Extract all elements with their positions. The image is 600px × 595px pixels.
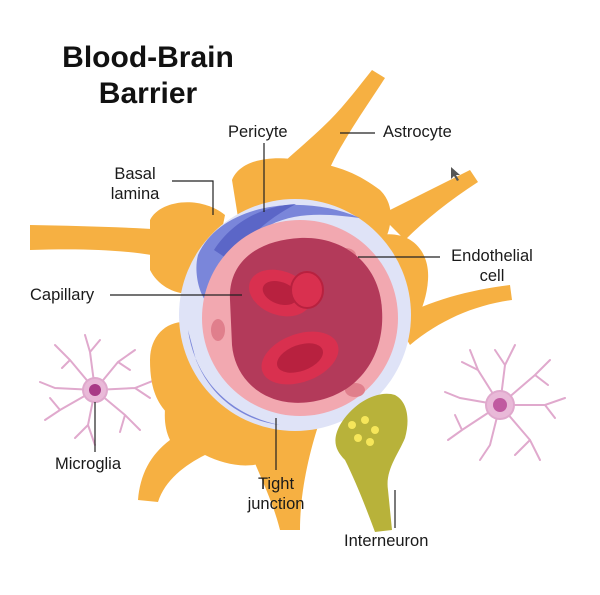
basal-lamina-line-1: Basal xyxy=(114,165,156,183)
interneuron xyxy=(335,393,408,532)
diagram-title: Blood-Brain Barrier xyxy=(48,40,248,112)
mouse-pointer-icon xyxy=(450,166,462,187)
basal-lamina-line-2: lamina xyxy=(110,185,160,203)
label-interneuron: Interneuron xyxy=(344,532,429,550)
red-blood-cells xyxy=(249,269,339,385)
label-tight-junction: Tight junction xyxy=(236,474,316,514)
label-endothelial-cell: Endothelial cell xyxy=(442,246,542,286)
endothelial-nucleus-3 xyxy=(345,383,365,397)
endothelial-nucleus-2 xyxy=(211,319,225,341)
label-microglia: Microglia xyxy=(55,455,122,473)
title-line-2: Barrier xyxy=(98,77,198,110)
endothelial-line-1: Endothelial xyxy=(451,247,533,265)
label-basal-lamina: Basal lamina xyxy=(100,164,170,204)
endothelial-line-2: cell xyxy=(479,267,505,285)
tight-junction-line-2: junction xyxy=(247,495,305,513)
microglia-left xyxy=(39,334,156,446)
label-pericyte: Pericyte xyxy=(228,123,288,141)
microglia-right xyxy=(444,344,566,461)
title-line-1: Blood-Brain xyxy=(62,41,234,74)
tight-junction-line-1: Tight xyxy=(257,475,295,493)
leader-lines xyxy=(94,132,440,528)
label-astrocyte: Astrocyte xyxy=(383,123,452,141)
label-capillary: Capillary xyxy=(30,286,95,304)
basal-lamina-leader xyxy=(172,180,214,215)
